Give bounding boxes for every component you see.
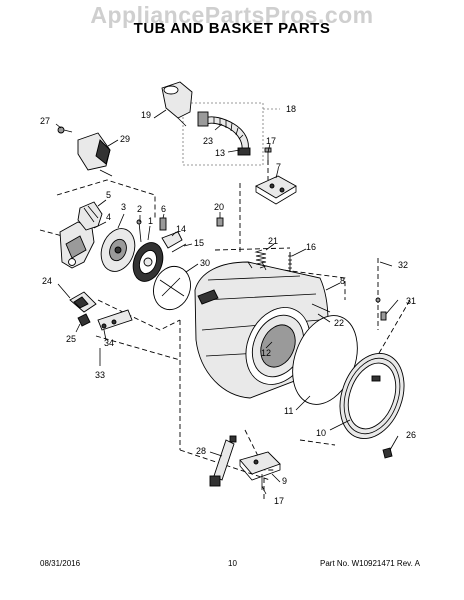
- footer-date: 08/31/2016: [40, 559, 81, 568]
- callout-17-upper: 17: [266, 136, 276, 146]
- callout-28: 28: [196, 446, 206, 456]
- callout-17-lower: 17: [274, 496, 284, 506]
- callout-31: 31: [406, 296, 416, 306]
- callout-8: 8: [340, 276, 345, 286]
- callout-11: 11: [284, 406, 293, 416]
- part-7-bracket: [255, 175, 297, 205]
- part-34-bracket: [97, 309, 133, 331]
- part-3-rotor: [100, 228, 136, 272]
- callout-2: 2: [137, 204, 142, 214]
- callout-16: 16: [306, 242, 316, 252]
- callout-23: 23: [203, 136, 213, 146]
- footer-page-number: 10: [228, 559, 237, 568]
- part-31-bolt: [380, 311, 387, 321]
- part-29-connector: [77, 132, 113, 177]
- callout-29: 29: [120, 134, 130, 144]
- part-25-fastener: [77, 313, 91, 327]
- callout-18: 18: [286, 104, 296, 114]
- part-26-screw: [382, 447, 393, 459]
- callout-22: 22: [334, 318, 344, 328]
- part-30-shield: [153, 265, 191, 311]
- part-28-damper: [209, 435, 237, 487]
- part-14-harness: [161, 231, 183, 249]
- callout-10: 10: [316, 428, 326, 438]
- footer-part-number: Part No. W10921471 Rev. A: [320, 559, 420, 568]
- callout-6: 6: [161, 204, 166, 214]
- callout-30: 30: [200, 258, 210, 268]
- callout-leaders: [55, 109, 399, 495]
- part-24-pump-part: [69, 291, 97, 313]
- part-21-spring: [254, 249, 268, 269]
- callout-13: 13: [215, 148, 225, 158]
- part-16-bolt: [288, 252, 292, 272]
- dashed-leader-lines: [39, 102, 411, 500]
- callout-3: 3: [121, 202, 126, 212]
- watermark-text: AppliancePartsPros.com: [90, 2, 374, 28]
- callout-1: 1: [148, 216, 153, 226]
- callout-14: 14: [176, 224, 186, 234]
- part-9-bracket: [239, 451, 281, 481]
- callout-27: 27: [40, 116, 50, 126]
- part-1-stator: [132, 242, 164, 282]
- part-23-hose: [197, 111, 251, 156]
- callout-5: 5: [106, 190, 111, 200]
- part-10-front-tub: [339, 352, 405, 440]
- callout-25: 25: [66, 334, 76, 344]
- callout-26: 26: [406, 430, 416, 440]
- part-15-clip: [171, 243, 187, 253]
- callout-4: 4: [106, 212, 111, 222]
- part-4-housing-bracket: [59, 221, 95, 269]
- part-27-screw: [57, 126, 73, 134]
- part-19-inlet-nozzle: [161, 81, 193, 127]
- part-2-bolt: [136, 219, 142, 243]
- callout-32: 32: [398, 260, 408, 270]
- callout-20: 20: [214, 202, 224, 212]
- callout-labels: 1 2 3 4 5 6 7 8 9 10 11 12 13 14 15 16 1…: [40, 104, 416, 506]
- callout-21: 21: [268, 236, 278, 246]
- callout-24: 24: [42, 276, 52, 286]
- callout-19: 19: [141, 110, 151, 120]
- part-32-rod: [375, 297, 381, 303]
- callout-33: 33: [95, 370, 105, 380]
- part-8-outer-tub: [194, 261, 329, 399]
- page-title: TUB AND BASKET PARTS: [133, 20, 331, 37]
- part-6-sensor: [159, 217, 167, 231]
- callout-7: 7: [276, 162, 281, 172]
- callout-15: 15: [194, 238, 204, 248]
- callout-12: 12: [261, 348, 271, 358]
- callout-34: 34: [104, 338, 114, 348]
- part-20-bolt: [216, 217, 224, 227]
- callout-9: 9: [282, 476, 287, 486]
- part-22-clamp: [311, 303, 331, 313]
